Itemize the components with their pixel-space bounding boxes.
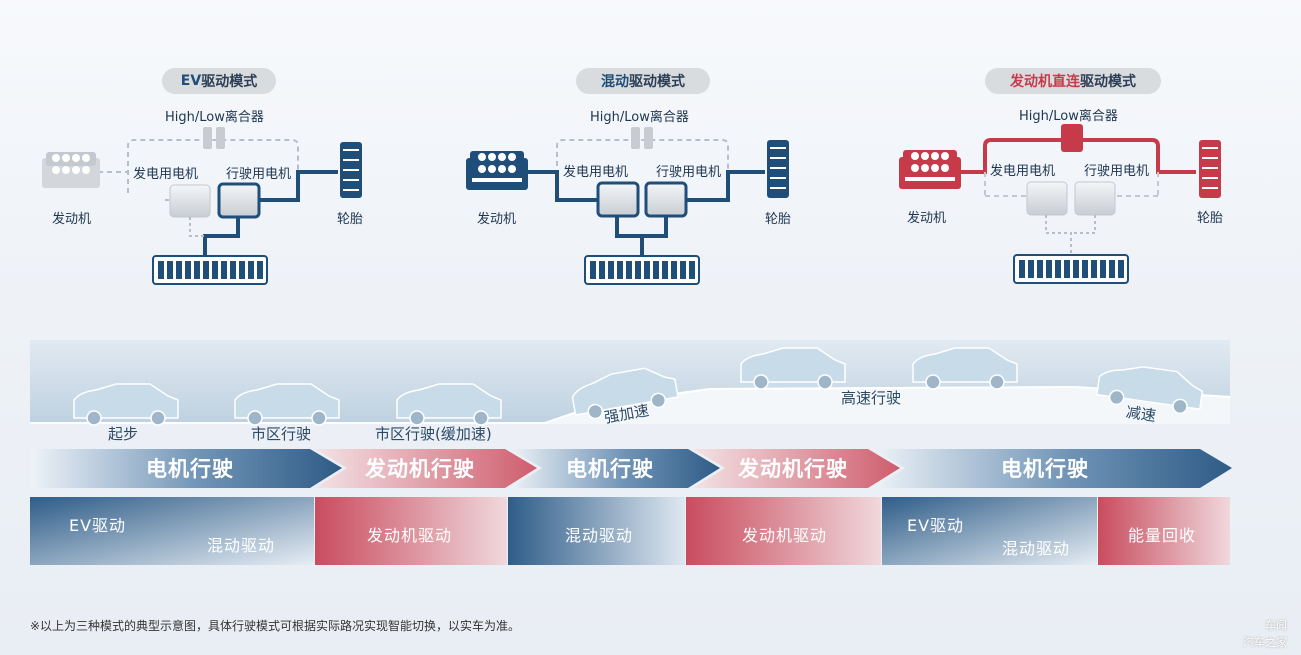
- drive-mode-cell: 发动机驱动: [315, 497, 507, 565]
- arrow-segment: [510, 449, 720, 488]
- mode-title-rest: 驱动模式: [1080, 74, 1136, 90]
- footnote: ※以上为三种模式的典型示意图，具体行驶模式可根据实际路况实现智能切换，以实车为准…: [30, 619, 521, 633]
- tire-icon: [340, 142, 362, 198]
- drive-box: [30, 497, 314, 565]
- power-source-label: 发动机行驶: [365, 457, 475, 481]
- watermark-line: 车闻: [1265, 619, 1287, 632]
- generator-label: 发电用电机: [563, 165, 629, 180]
- stage-label: 市区行驶: [251, 425, 312, 443]
- drive-mode-label: 发动机驱动: [367, 526, 453, 545]
- clutch-icon: [203, 127, 212, 149]
- power-source-label: 电机行驶: [1001, 457, 1089, 481]
- engine-label: 发动机: [907, 211, 947, 226]
- engine-direct-mode-diagram: [899, 124, 1221, 284]
- clutch-icon: [631, 127, 640, 149]
- engine-icon: [42, 152, 100, 188]
- car-icon: [1095, 366, 1204, 415]
- clutch-label: High/Low离合器: [590, 110, 689, 125]
- mode-title-rest: 驱动模式: [629, 74, 685, 90]
- generator-motor-icon: [169, 184, 211, 218]
- arrow-segment: [30, 449, 342, 488]
- generator-motor-icon: [1026, 181, 1068, 216]
- car-icon: [740, 347, 846, 390]
- mode-title-prefix: 发动机直连: [1010, 74, 1080, 90]
- battery-icon: [152, 255, 268, 285]
- clutch-label: High/Low离合器: [1019, 109, 1118, 124]
- drive-mode-cell: 混动驱动: [508, 497, 685, 565]
- stage-label: 高速行驶: [841, 389, 902, 407]
- generator-motor-icon: [596, 181, 640, 218]
- car-icon: [912, 347, 1018, 390]
- arrow-segment: [873, 449, 1232, 488]
- drive-mode-label: 混动驱动: [1002, 539, 1071, 558]
- mode-title-prefix: 混动: [601, 74, 629, 90]
- drive-mode-boxes: [30, 497, 1230, 565]
- arrow-segment: [693, 449, 900, 488]
- drive-mode-label: EV驱动: [907, 516, 965, 535]
- drive-box: [686, 497, 881, 565]
- engine-icon: [466, 151, 528, 190]
- clutch-label: High/Low离合器: [165, 110, 264, 125]
- car-icon: [396, 383, 502, 426]
- drive-box: [1098, 497, 1230, 565]
- clutch-icon: [1061, 124, 1083, 152]
- power-source-label: 发动机行驶: [738, 457, 848, 481]
- traction-motor-icon: [1074, 181, 1116, 216]
- stage-label: 市区行驶(缓加速): [375, 425, 492, 443]
- drive-mode-label: 能量回收: [1128, 526, 1197, 545]
- traction-label: 行驶用电机: [656, 165, 722, 180]
- car-icon: [234, 383, 340, 426]
- drive-mode-cell: 发动机驱动: [686, 497, 881, 565]
- drive-mode-label: 混动驱动: [207, 536, 276, 555]
- arrow-segment: [315, 449, 537, 488]
- engine-label: 发动机: [477, 212, 517, 227]
- drive-mode-label: 发动机驱动: [742, 526, 828, 545]
- power-source-arrows: [30, 449, 1232, 488]
- mode-title-hybrid: 混动驱动模式: [576, 68, 710, 94]
- hybrid-mode-diagram: [466, 127, 789, 285]
- tire-label: 轮胎: [337, 212, 364, 227]
- battery-icon: [584, 255, 700, 285]
- generator-label: 发电用电机: [990, 164, 1056, 179]
- engine-icon: [899, 150, 961, 189]
- drive-mode-cell: EV驱动 混动驱动: [882, 497, 1097, 565]
- mode-title-rest: 驱动模式: [201, 74, 258, 90]
- drive-box: [882, 497, 1097, 565]
- mode-title-prefix: EV: [180, 73, 202, 89]
- stage-label: 起步: [108, 425, 139, 443]
- generator-label: 发电用电机: [133, 167, 199, 182]
- drive-mode-label: EV驱动: [69, 516, 127, 535]
- car-icon: [73, 383, 179, 426]
- power-source-label: 电机行驶: [566, 457, 654, 481]
- power-source-label: 电机行驶: [146, 457, 234, 481]
- car-icons: [73, 347, 1204, 426]
- drive-mode-label: 混动驱动: [565, 526, 634, 545]
- drive-box: [508, 497, 685, 565]
- battery-icon: [1013, 254, 1129, 284]
- ev-mode-diagram: [42, 127, 362, 285]
- tire-label: 轮胎: [1197, 211, 1224, 226]
- tire-icon: [767, 140, 789, 198]
- tire-label: 轮胎: [765, 212, 792, 227]
- traction-label: 行驶用电机: [1084, 164, 1150, 179]
- traction-motor-icon: [644, 181, 688, 218]
- mode-title-ev: EV 驱动模式: [162, 68, 276, 94]
- engine-label: 发动机: [52, 212, 92, 227]
- traction-motor-icon: [217, 182, 261, 219]
- drive-mode-cell: EV驱动 混动驱动: [30, 497, 314, 565]
- watermark-line: 汽车之家: [1243, 636, 1287, 649]
- drive-mode-cell: 能量回收: [1098, 497, 1230, 565]
- tire-icon: [1199, 140, 1221, 198]
- mode-title-engine-direct: 发动机直连驱动模式: [985, 68, 1161, 94]
- car-icon: [571, 367, 679, 420]
- traction-label: 行驶用电机: [226, 167, 292, 182]
- stage-label: 减速: [1124, 402, 1158, 425]
- drive-box: [315, 497, 507, 565]
